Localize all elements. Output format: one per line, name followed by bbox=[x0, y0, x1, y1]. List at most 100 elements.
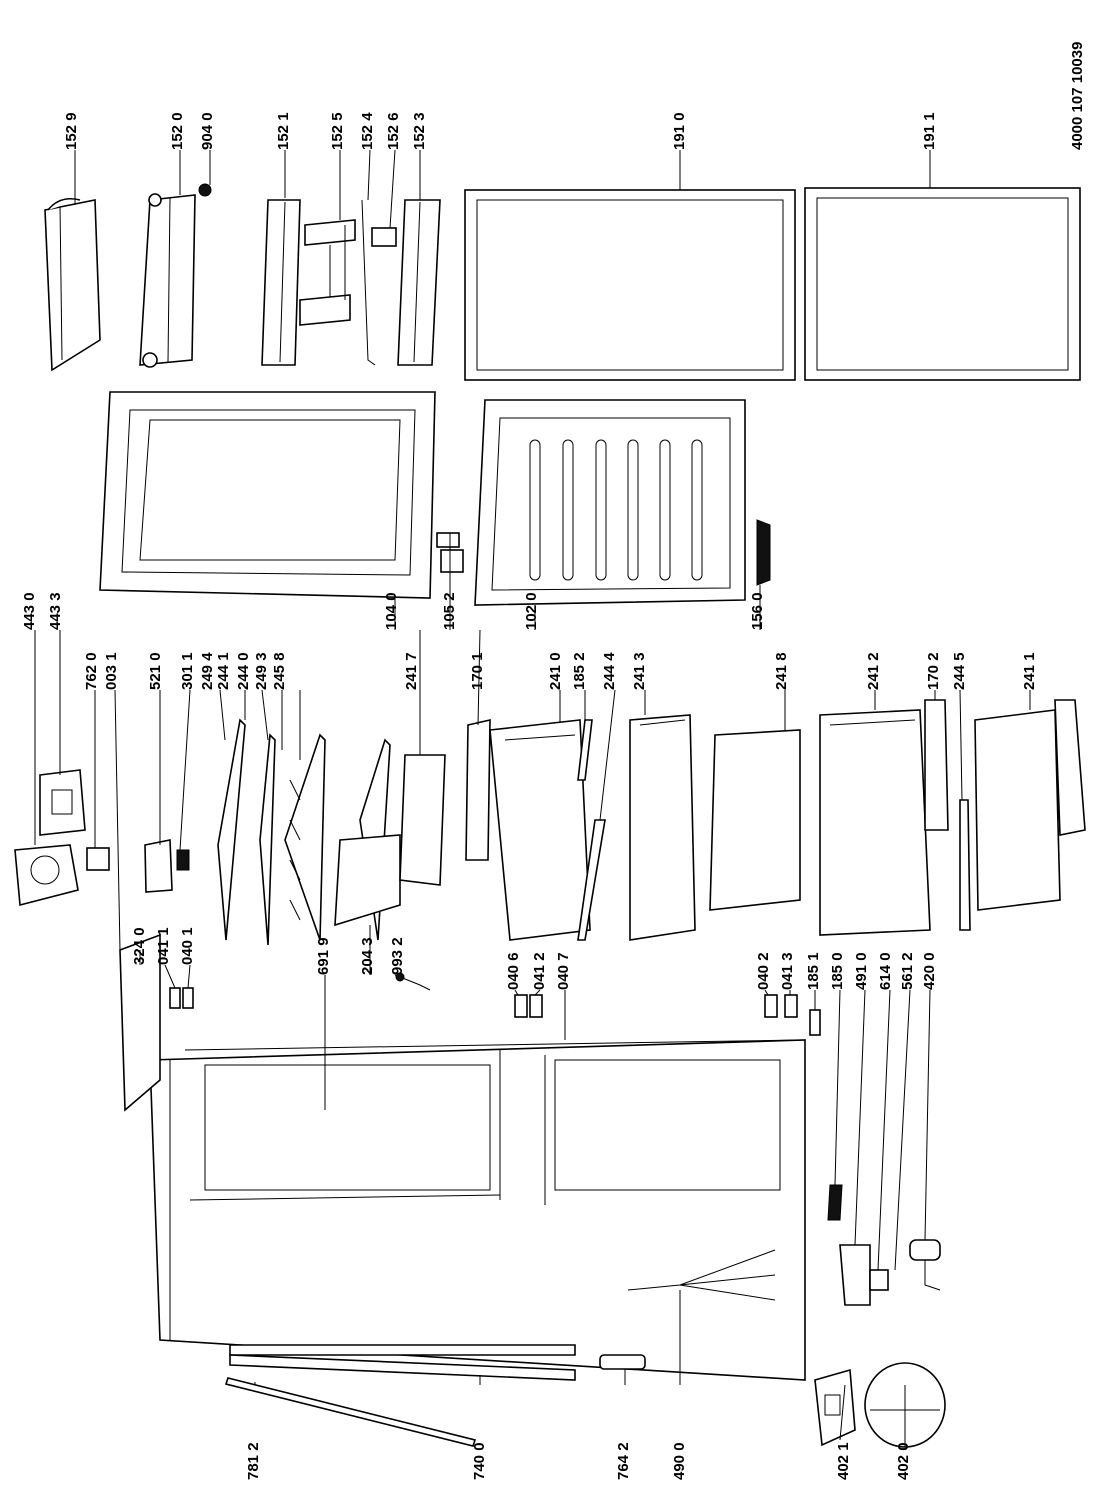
part-label-2411: 241 1 bbox=[1021, 652, 1038, 690]
bottle-rack-2458-drawing bbox=[284, 733, 326, 941]
rod-1524-drawing bbox=[361, 199, 376, 366]
part-label-1910: 191 0 bbox=[671, 112, 688, 150]
cabinet-drawing bbox=[149, 1039, 806, 1381]
door-shelf-1520-drawing bbox=[139, 193, 196, 368]
part-label-2444: 244 4 bbox=[601, 652, 618, 690]
light-1560-drawing bbox=[756, 519, 771, 586]
door-1020-drawing bbox=[474, 399, 746, 606]
part-label-0412: 041 2 bbox=[531, 952, 548, 990]
part-label-4910: 491 0 bbox=[853, 952, 870, 990]
part-label-2417: 241 7 bbox=[403, 652, 420, 690]
control-4910-drawing bbox=[839, 1244, 871, 1306]
part-label-0407: 040 7 bbox=[555, 952, 572, 990]
part-label-2440: 244 0 bbox=[235, 652, 252, 690]
part-label-1911: 191 1 bbox=[921, 112, 938, 150]
part-label-2412: 241 2 bbox=[865, 652, 882, 690]
part-label-0413: 041 3 bbox=[779, 952, 796, 990]
relay-6140-drawing bbox=[869, 1269, 889, 1291]
part-label-1852: 185 2 bbox=[571, 652, 588, 690]
part-label-2413: 241 3 bbox=[631, 652, 648, 690]
part-label-3011: 301 1 bbox=[179, 652, 196, 690]
document-number: 4000 107 10039 bbox=[1069, 41, 1086, 150]
part-label-4200: 420 0 bbox=[921, 952, 938, 990]
door-shelf-1529-drawing bbox=[44, 197, 101, 372]
cover-3240-drawing bbox=[119, 933, 161, 1112]
part-label-1520: 152 0 bbox=[169, 112, 186, 150]
drawer-2413-drawing bbox=[629, 714, 696, 941]
glass-shelf-2445-drawing bbox=[959, 799, 971, 931]
part-label-5612: 561 2 bbox=[899, 952, 916, 990]
part-label-2441: 244 1 bbox=[215, 652, 232, 690]
filter-7620-drawing bbox=[86, 847, 110, 871]
cover-4433-drawing bbox=[39, 769, 86, 836]
hinge-1850-drawing bbox=[827, 1184, 843, 1221]
part-label-2494: 249 4 bbox=[199, 652, 216, 690]
part-label-1526: 152 6 bbox=[385, 112, 402, 150]
cover-2418-drawing bbox=[709, 729, 801, 911]
part-label-1701: 170 1 bbox=[469, 652, 486, 690]
door-gasket-1911-drawing bbox=[804, 187, 1081, 381]
power-cord-4900-drawing bbox=[627, 1249, 776, 1301]
part-label-7812: 781 2 bbox=[245, 1442, 262, 1480]
part-label-1052: 105 2 bbox=[441, 592, 458, 630]
part-label-1521: 152 1 bbox=[275, 112, 292, 150]
part-label-2493: 249 3 bbox=[253, 652, 270, 690]
part-label-1850: 185 0 bbox=[829, 952, 846, 990]
part-label-4021: 402 1 bbox=[835, 1442, 852, 1480]
strip-2444-drawing bbox=[577, 819, 606, 941]
part-label-7620: 762 0 bbox=[83, 652, 100, 690]
part-label-0406: 040 6 bbox=[505, 952, 522, 990]
part-label-1020: 102 0 bbox=[523, 592, 540, 630]
part-label-3240: 324 0 bbox=[131, 927, 148, 965]
part-label-1524: 152 4 bbox=[359, 112, 376, 150]
fan-4430-drawing bbox=[14, 844, 79, 907]
condenser-7400-drawing bbox=[229, 1344, 576, 1381]
lamp-5210-drawing bbox=[144, 839, 190, 893]
part-label-6919: 691 9 bbox=[315, 937, 332, 975]
drier-7642-drawing bbox=[599, 1354, 646, 1370]
part-label-1523: 152 3 bbox=[411, 112, 428, 150]
frame-1701-drawing bbox=[465, 718, 491, 861]
leader-lines bbox=[34, 149, 1031, 1447]
part-label-1529: 152 9 bbox=[63, 112, 80, 150]
bracket-small-drawings bbox=[169, 987, 821, 1036]
sensor-9932-drawing bbox=[394, 972, 431, 991]
part-label-7642: 764 2 bbox=[615, 1442, 632, 1480]
part-label-1040: 104 0 bbox=[383, 592, 400, 630]
compressor-cover-4021-drawing bbox=[814, 1368, 856, 1447]
part-label-6140: 614 0 bbox=[877, 952, 894, 990]
part-label-2445: 244 5 bbox=[951, 652, 968, 690]
part-label-0031: 003 1 bbox=[103, 652, 120, 690]
part-label-1702: 170 2 bbox=[925, 652, 942, 690]
drawer-2412-drawing bbox=[819, 709, 931, 936]
cap-9040-drawing bbox=[198, 183, 212, 197]
clip-1526-drawing bbox=[371, 227, 397, 247]
capacitor-4200-drawing bbox=[909, 1239, 941, 1291]
door-1040-drawing bbox=[99, 391, 436, 599]
glass-shelf-2441-drawing bbox=[217, 718, 246, 941]
part-label-2458: 245 8 bbox=[271, 652, 288, 690]
part-label-7400: 740 0 bbox=[471, 1442, 488, 1480]
part-label-4900: 490 0 bbox=[671, 1442, 688, 1480]
drawer-2410-drawing bbox=[489, 719, 591, 941]
drawer-2411-drawing bbox=[974, 699, 1086, 911]
door-shelf-1523-drawing bbox=[397, 199, 441, 366]
part-label-0401: 040 1 bbox=[179, 927, 196, 965]
part-label-4430: 443 0 bbox=[21, 592, 38, 630]
part-label-4020: 402 0 bbox=[895, 1442, 912, 1480]
tube-7812-drawing bbox=[224, 1377, 477, 1447]
part-label-1560: 156 0 bbox=[749, 592, 766, 630]
part-label-2043: 204 3 bbox=[359, 937, 376, 975]
door-gasket-1910-drawing bbox=[464, 189, 796, 381]
part-label-4433: 443 3 bbox=[47, 592, 64, 630]
part-label-1851: 185 1 bbox=[805, 952, 822, 990]
part-label-0411: 041 1 bbox=[155, 927, 172, 965]
door-shelf-1521-drawing bbox=[261, 199, 301, 366]
glass-shelf-2440-drawing bbox=[259, 733, 276, 946]
part-label-2410: 241 0 bbox=[547, 652, 564, 690]
part-label-9932: 993 2 bbox=[389, 937, 406, 975]
frame-1702-drawing bbox=[924, 699, 949, 831]
box-2417-drawing bbox=[399, 754, 446, 886]
crisper-2043-drawing bbox=[334, 834, 401, 927]
